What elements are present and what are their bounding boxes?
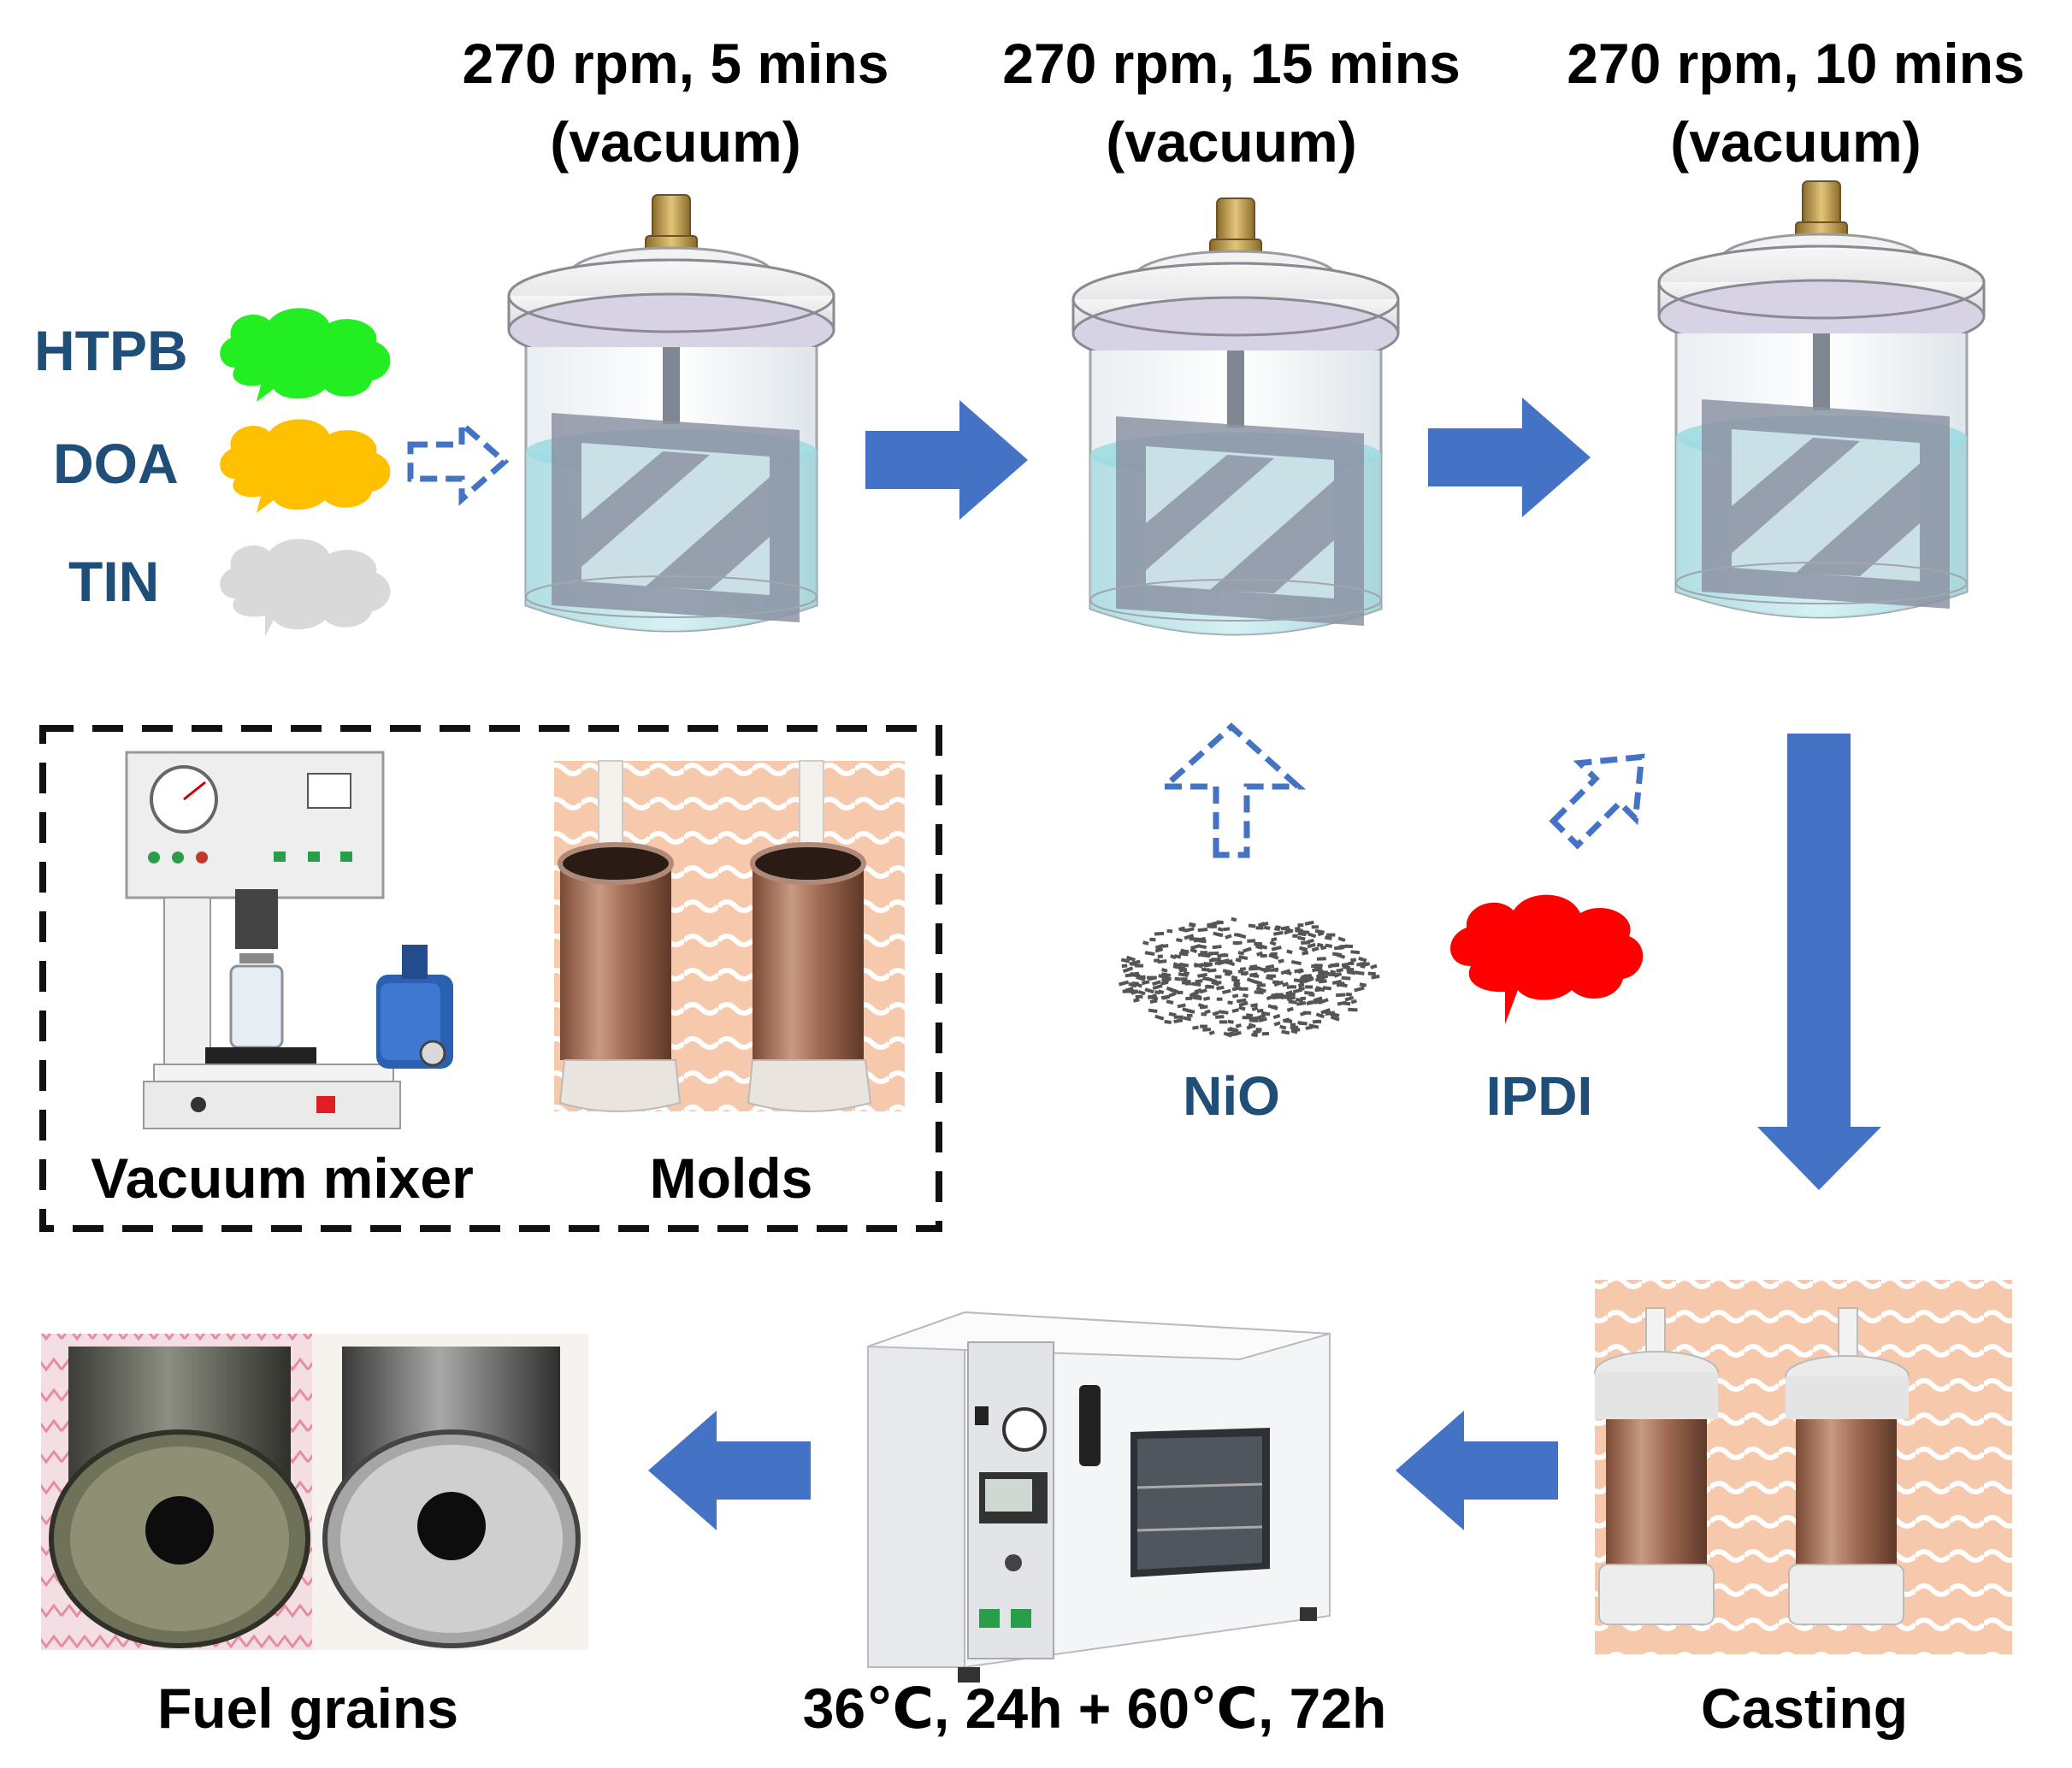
ingredient-tin-label: TIN — [68, 550, 160, 613]
step2-condition: (vacuum) — [1106, 110, 1357, 174]
vacuum-mixer-caption: Vacuum mixer — [91, 1146, 474, 1210]
ingredient-doa-label: DOA — [53, 432, 179, 495]
curing-condition-caption: 36℃, 24h + 60℃, 72h — [802, 1677, 1387, 1740]
htpb-cloud-icon — [220, 308, 391, 402]
arrow-step1-to-step2-icon — [865, 400, 1028, 520]
arrow-casting-to-oven-icon — [1396, 1411, 1558, 1530]
step3-label: 270 rpm, 10 mins (vacuum) — [1522, 24, 2069, 181]
step1-speed: 270 rpm, 5 mins — [462, 32, 889, 95]
step1-label: 270 rpm, 5 mins (vacuum) — [402, 24, 949, 181]
vacuum-oven-image — [867, 1311, 1331, 1683]
ipdi-label: IPDI — [1485, 1065, 1593, 1127]
step1-condition: (vacuum) — [550, 110, 801, 174]
molds-caption: Molds — [649, 1146, 813, 1210]
tin-cloud-icon — [220, 539, 391, 637]
fuel-grains-image — [41, 1334, 588, 1650]
equipment-dashed-box — [39, 725, 942, 1232]
fuel-grains-caption: Fuel grains — [156, 1677, 459, 1740]
step2-label: 270 rpm, 15 mins (vacuum) — [949, 24, 1514, 181]
nio-particles-icon — [1119, 916, 1380, 1038]
casting-caption: Casting — [1700, 1677, 1909, 1740]
arrow-oven-to-grains-icon — [648, 1411, 811, 1530]
casting-image — [1594, 1280, 2012, 1654]
step3-condition: (vacuum) — [1670, 110, 1921, 174]
step3-speed: 270 rpm, 10 mins — [1567, 32, 2025, 95]
ipdi-cloud-icon — [1450, 894, 1644, 1024]
vacuum-mixer-image — [125, 751, 453, 1129]
beaker-step3-icon — [1657, 180, 1986, 619]
nio-label: NiO — [1183, 1065, 1280, 1127]
beaker-step1-icon — [507, 193, 835, 633]
arrow-step2-to-step3-icon — [1428, 398, 1591, 517]
beaker-step2-icon — [1071, 197, 1400, 636]
dashed-arrow-right-icon — [410, 424, 505, 499]
doa-cloud-icon — [220, 419, 391, 513]
molds-image — [554, 760, 905, 1112]
dashed-arrow-diagonal-icon — [1549, 753, 1645, 850]
step2-speed: 270 rpm, 15 mins — [1002, 32, 1461, 95]
dashed-arrow-up-icon — [1156, 722, 1307, 858]
ingredient-htpb-label: HTPB — [34, 319, 188, 382]
